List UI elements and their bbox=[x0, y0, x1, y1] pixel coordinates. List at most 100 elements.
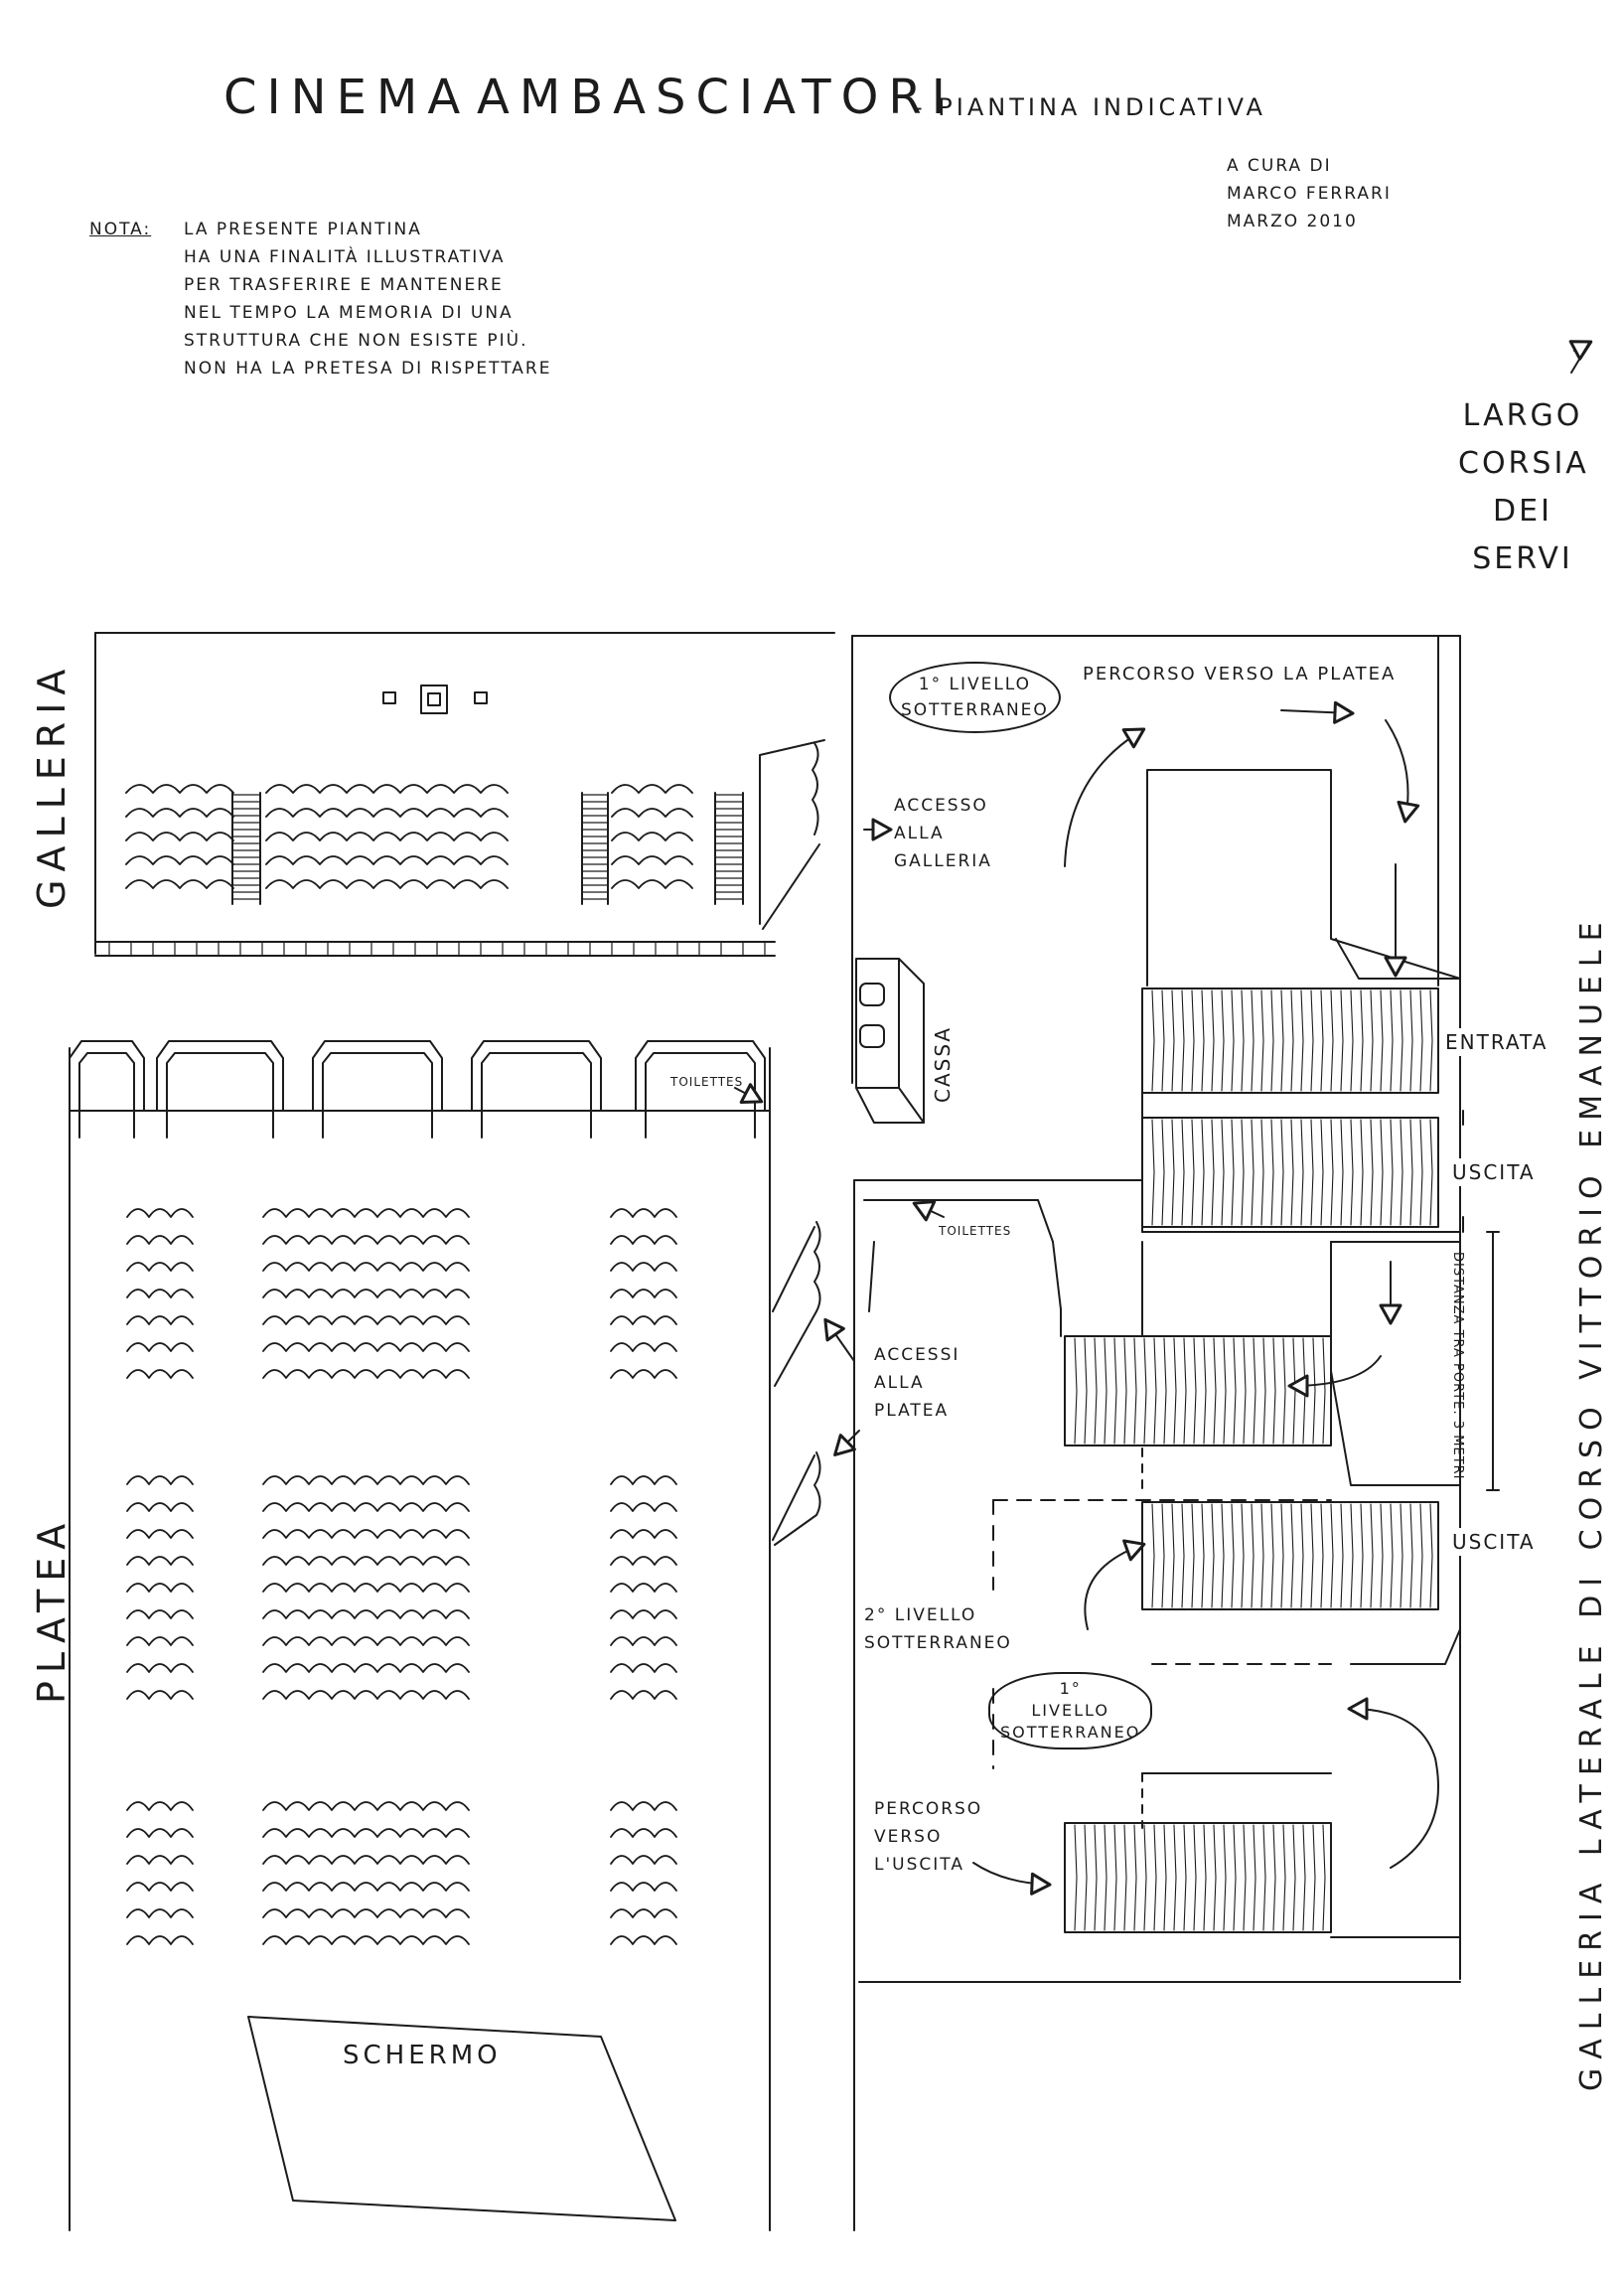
seat-row bbox=[125, 855, 234, 865]
stair-step bbox=[1253, 1337, 1256, 1445]
seat-row bbox=[610, 1935, 677, 1945]
seat-row bbox=[262, 1235, 470, 1245]
stair-step bbox=[1409, 989, 1413, 1092]
seat-row bbox=[265, 808, 509, 818]
seat-row bbox=[265, 784, 509, 794]
stair-step bbox=[1231, 1503, 1235, 1608]
portal bbox=[69, 1040, 145, 1112]
label-livello2: 2° livello sotterraneo bbox=[864, 1601, 1012, 1657]
seat-row bbox=[610, 1529, 677, 1539]
stair-step bbox=[1280, 1503, 1284, 1608]
stair-step bbox=[1429, 1119, 1433, 1226]
seat-row bbox=[265, 832, 509, 841]
label-uscita-2: Uscita bbox=[1452, 1528, 1536, 1556]
stair-step bbox=[1340, 1119, 1344, 1226]
stair-step bbox=[1163, 1824, 1167, 1931]
stair-step bbox=[1360, 1119, 1364, 1226]
seat-row bbox=[126, 1262, 194, 1272]
stair-step bbox=[1380, 1503, 1384, 1608]
stair-step bbox=[1211, 1503, 1215, 1608]
stair-step bbox=[1320, 1503, 1324, 1608]
seat-row bbox=[126, 1663, 194, 1673]
stair-step bbox=[1243, 1337, 1247, 1445]
stair-step bbox=[1302, 1337, 1306, 1445]
label-accessi-platea: Accessi alla platea bbox=[874, 1341, 960, 1425]
stair-step bbox=[1262, 1824, 1266, 1931]
portal bbox=[156, 1040, 284, 1112]
note-line: ha una finalità illustrativa bbox=[184, 247, 506, 267]
label-line: sotterraneo bbox=[864, 1633, 1012, 1653]
seat-row bbox=[611, 879, 693, 889]
stair-step bbox=[1211, 989, 1215, 1092]
stair-step bbox=[1400, 989, 1403, 1092]
stair-step bbox=[1171, 1503, 1175, 1608]
stair-step bbox=[1151, 1503, 1155, 1608]
stair-step bbox=[1201, 1119, 1205, 1226]
seat-row bbox=[125, 832, 234, 841]
section-galleria: Galleria bbox=[30, 661, 74, 909]
stair-step bbox=[1292, 1824, 1296, 1931]
stair-step bbox=[1251, 989, 1255, 1092]
stair-step bbox=[1320, 989, 1324, 1092]
label-line: sotterraneo bbox=[901, 700, 1049, 720]
stair-step bbox=[1074, 1824, 1078, 1931]
stair-step bbox=[1360, 989, 1364, 1092]
seat-row bbox=[126, 1369, 194, 1379]
seat-row bbox=[262, 1935, 470, 1945]
seat-row bbox=[262, 1882, 470, 1892]
seat-row bbox=[126, 1828, 194, 1838]
stair bbox=[1141, 1501, 1439, 1610]
seat-row bbox=[610, 1315, 677, 1325]
label-line: Percorso bbox=[874, 1799, 983, 1819]
stair-step bbox=[1300, 989, 1304, 1092]
stair-step bbox=[1223, 1824, 1227, 1931]
seat-row bbox=[265, 855, 509, 865]
seat-row bbox=[126, 1315, 194, 1325]
stair-step bbox=[1409, 1119, 1413, 1226]
portal bbox=[635, 1040, 766, 1112]
foyer-area bbox=[851, 635, 1500, 2231]
stair-step bbox=[1390, 1503, 1394, 1608]
seat-row bbox=[126, 1855, 194, 1865]
stair-step bbox=[1163, 1337, 1167, 1445]
seat-row bbox=[610, 1609, 677, 1619]
stair-step bbox=[1231, 989, 1235, 1092]
label-line: 1° livello bbox=[918, 675, 1032, 694]
seat-row bbox=[611, 855, 693, 865]
seat-row bbox=[610, 1882, 677, 1892]
street-line: Servi bbox=[1472, 541, 1573, 576]
stair-step bbox=[1221, 1119, 1225, 1226]
seat-row bbox=[610, 1583, 677, 1593]
stair-step bbox=[1280, 1119, 1284, 1226]
stair bbox=[1141, 1117, 1439, 1228]
route-arrows bbox=[734, 340, 1593, 1896]
label-distanza: Distanza tra porte: 3 metri bbox=[1450, 1252, 1465, 1480]
seat-row bbox=[126, 1908, 194, 1918]
seat-row bbox=[611, 808, 693, 818]
stair-step bbox=[1380, 989, 1384, 1092]
note-line: nel tempo la memoria di una bbox=[184, 303, 514, 323]
seat-row bbox=[262, 1502, 470, 1512]
seat-row bbox=[610, 1908, 677, 1918]
stair bbox=[1064, 1822, 1332, 1933]
portal-inner bbox=[645, 1052, 756, 1139]
stair-step bbox=[1270, 1119, 1274, 1226]
note-line: struttura che non esiste più. bbox=[184, 331, 528, 351]
platea-seats bbox=[126, 1208, 677, 1945]
seat-row bbox=[610, 1208, 677, 1218]
stair-step bbox=[1380, 1119, 1384, 1226]
stair-step bbox=[1272, 1337, 1276, 1445]
stair-step bbox=[1181, 1503, 1185, 1608]
stair-step bbox=[1233, 1824, 1237, 1931]
stair-step bbox=[1350, 1119, 1354, 1226]
seat-row bbox=[126, 1935, 194, 1945]
stair-step bbox=[1193, 1824, 1197, 1931]
seat-row bbox=[126, 1556, 194, 1566]
seat-row bbox=[610, 1262, 677, 1272]
stair-step bbox=[1253, 1824, 1256, 1931]
seat-row bbox=[262, 1475, 470, 1485]
label-line: livello bbox=[1031, 1701, 1109, 1720]
stair-step bbox=[1400, 1119, 1403, 1226]
seat-row bbox=[126, 1882, 194, 1892]
stair-step bbox=[1143, 1337, 1147, 1445]
